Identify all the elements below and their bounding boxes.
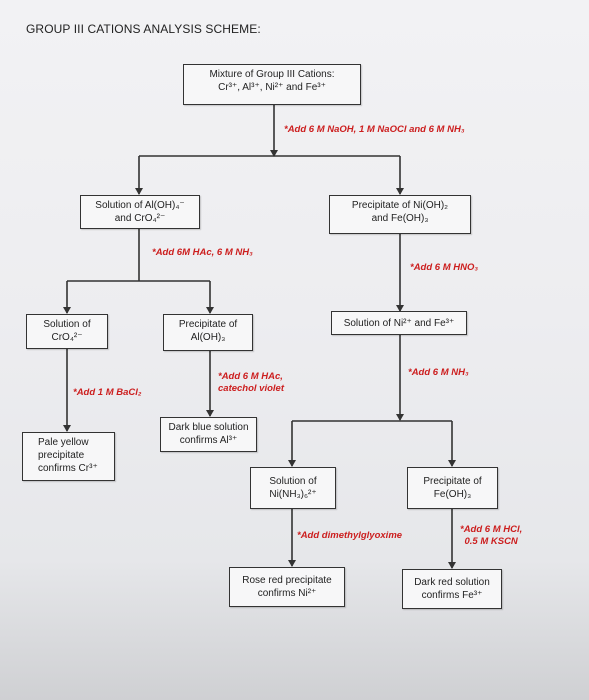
mixture-line1: Mixture of Group III Cations: — [209, 69, 335, 80]
reagent-hac-nh3: *Add 6M HAc, 6 M NH₃ — [152, 247, 253, 258]
dark-blue-solution-box: Dark blue solution confirms Al³⁺ — [160, 417, 257, 452]
mixture-box: Mixture of Group III Cations: Cr³⁺, Al³⁺… — [183, 64, 361, 105]
dark-blue-line2: confirms Al³⁺ — [179, 435, 238, 446]
rose-red-line1: Rose red precipitate — [242, 575, 332, 586]
solution-ninh3-box: Solution of Ni(NH₃)₆²⁺ — [250, 467, 336, 509]
precipitate-feoh-line2: Fe(OH)₃ — [433, 489, 472, 500]
dark-red-line1: Dark red solution — [414, 577, 490, 588]
precipitate-nioh-feoh-line2: and Fe(OH)₃ — [371, 213, 429, 224]
solution-ninh3-line1: Solution of — [269, 476, 317, 487]
reagent-hcl-kscn-line2: 0.5 M KSCN — [464, 536, 518, 547]
precipitate-nioh-feoh-line1: Precipitate of Ni(OH)₂ — [351, 200, 449, 211]
reagent-dimethylglyoxime: *Add dimethylglyoxime — [297, 530, 403, 541]
pale-yellow-line3: confirms Cr³⁺ — [38, 463, 98, 474]
precipitate-nioh-feoh-box: Precipitate of Ni(OH)₂ and Fe(OH)₃ — [329, 195, 471, 234]
reagent-hac-catechol: *Add 6 M HAc, catechol violet — [218, 371, 284, 395]
reagent-nh3-second: *Add 6 M NH₃ — [408, 367, 469, 378]
reagent-bacl2: *Add 1 M BaCl₂ — [73, 387, 142, 398]
pale-yellow-precipitate-box: Pale yellow precipitate confirms Cr³⁺ — [22, 432, 115, 481]
solution-ni-fe-box: Solution of Ni²⁺ and Fe³⁺ — [331, 311, 467, 335]
precipitate-feoh-box: Precipitate of Fe(OH)₃ — [407, 467, 498, 509]
reagent-hno3: *Add 6 M HNO₃ — [410, 262, 479, 273]
reagent-hac-catechol-line2: catechol violet — [218, 383, 284, 394]
dark-blue-line1: Dark blue solution — [168, 422, 249, 433]
mixture-line2: Cr³⁺, Al³⁺, Ni²⁺ and Fe³⁺ — [218, 82, 326, 93]
pale-yellow-line1: Pale yellow — [38, 437, 89, 448]
reagent-naoh-naocl-nh3: *Add 6 M NaOH, 1 M NaOCl and 6 M NH₃ — [284, 124, 465, 135]
pale-yellow-line2: precipitate — [38, 450, 85, 461]
rose-red-line2: confirms Ni²⁺ — [257, 588, 317, 599]
reagent-hcl-kscn-line1: *Add 6 M HCl, — [460, 524, 523, 535]
page-title: GROUP III CATIONS ANALYSIS SCHEME: — [26, 22, 261, 36]
solution-ni-fe-line1: Solution of Ni²⁺ and Fe³⁺ — [343, 318, 455, 329]
solution-ninh3-line2: Ni(NH₃)₆²⁺ — [269, 489, 317, 500]
solution-cro-line1: Solution of — [43, 319, 91, 330]
precipitate-aloh-line1: Precipitate of — [178, 319, 238, 330]
rose-red-precipitate-box: Rose red precipitate confirms Ni²⁺ — [229, 567, 345, 607]
dark-red-solution-box: Dark red solution confirms Fe³⁺ — [402, 569, 502, 609]
precipitate-aloh-box: Precipitate of Al(OH)₃ — [163, 314, 253, 351]
reagent-hcl-kscn: *Add 6 M HCl, 0.5 M KSCN — [460, 524, 522, 548]
dark-red-line2: confirms Fe³⁺ — [421, 590, 483, 601]
solution-aloh-cro-line2: and CrO₄²⁻ — [114, 213, 166, 224]
solution-aloh-cro-box: Solution of Al(OH)₄⁻ and CrO₄²⁻ — [80, 195, 200, 229]
precipitate-aloh-line2: Al(OH)₃ — [190, 332, 226, 343]
reagent-hac-catechol-line1: *Add 6 M HAc, — [218, 371, 283, 382]
solution-cro-box: Solution of CrO₄²⁻ — [26, 314, 108, 349]
solution-cro-line2: CrO₄²⁻ — [51, 332, 83, 343]
solution-aloh-cro-line1: Solution of Al(OH)₄⁻ — [95, 200, 185, 211]
precipitate-feoh-line1: Precipitate of — [423, 476, 482, 487]
